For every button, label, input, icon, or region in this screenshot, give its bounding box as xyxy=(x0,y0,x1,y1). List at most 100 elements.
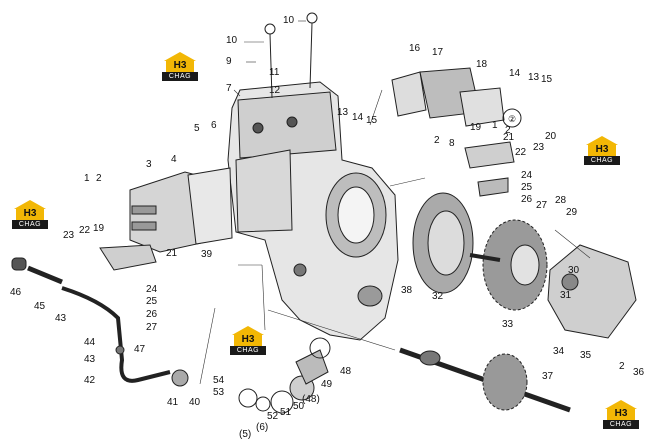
right-bracket xyxy=(464,141,515,197)
callout-22: 22 xyxy=(79,225,91,236)
converter-disc xyxy=(412,192,474,294)
callout-21: 21 xyxy=(166,248,178,259)
callout-23: 23 xyxy=(533,142,545,153)
callout-34: 34 xyxy=(553,346,565,357)
seal-stack xyxy=(171,337,331,414)
callout-10: 10 xyxy=(226,35,238,46)
callout-31: 31 xyxy=(560,290,572,301)
callout-27: 27 xyxy=(536,200,548,211)
logo-roof-icon xyxy=(605,400,637,409)
callout-49: 49 xyxy=(321,379,333,390)
callout-13: 13 xyxy=(528,72,540,83)
logo-roof-icon xyxy=(14,200,46,209)
callout-50: 50 xyxy=(293,401,305,412)
pump-assembly: ② xyxy=(391,67,522,128)
callout-1: 1 xyxy=(492,120,498,131)
dipstick-right xyxy=(306,12,318,89)
callout-4: 4 xyxy=(171,154,177,165)
filler-tube xyxy=(11,257,171,383)
callout-54: 54 xyxy=(213,375,225,386)
rear-cover xyxy=(547,244,637,339)
callout-43: 43 xyxy=(84,354,96,365)
dipstick-left xyxy=(264,23,276,99)
callout-43: 43 xyxy=(55,313,67,324)
callout-17: 17 xyxy=(432,47,444,58)
left-bracket xyxy=(99,244,157,271)
callout-2: 2 xyxy=(434,135,440,146)
callout-11: 11 xyxy=(269,67,280,78)
callout-46: 46 xyxy=(10,287,22,298)
callout-39: 39 xyxy=(201,249,213,260)
callout-2: 2 xyxy=(96,173,102,184)
leader-lines xyxy=(199,20,591,385)
callout-27: 27 xyxy=(146,322,158,333)
callout-45: 45 xyxy=(34,301,46,312)
output-gear xyxy=(469,219,548,311)
callout-25: 25 xyxy=(521,182,533,193)
callout-8: 8 xyxy=(449,138,455,149)
watermark-logo: H3 CHAG xyxy=(601,400,641,430)
callout-53: 53 xyxy=(213,387,225,398)
callout-15: 15 xyxy=(366,115,378,126)
callout-48: 48 xyxy=(340,366,352,377)
callout-2: 2 xyxy=(505,125,511,136)
callout-7: 7 xyxy=(226,83,232,94)
shaft-gear xyxy=(399,347,571,413)
callout-1: 1 xyxy=(84,173,90,184)
callout-33: 33 xyxy=(502,319,514,330)
callout-32: 32 xyxy=(432,291,444,302)
callout-25: 25 xyxy=(146,296,158,307)
transmission-housing xyxy=(227,81,399,341)
callout-19: 19 xyxy=(93,223,105,234)
callout-48-paren: (48) xyxy=(302,394,320,405)
callout-19: 19 xyxy=(470,122,482,133)
logo-roof-icon xyxy=(164,52,196,61)
callout-2: 2 xyxy=(619,361,625,372)
callout-5: 5 xyxy=(194,123,200,134)
watermark-logo: H3 CHAG xyxy=(10,200,50,230)
callout-35: 35 xyxy=(580,350,592,361)
callout-30: 30 xyxy=(568,265,580,276)
callout-44: 44 xyxy=(84,337,96,348)
logo-roof-icon xyxy=(232,326,264,335)
callout-22: 22 xyxy=(515,147,527,158)
logo-roof-icon xyxy=(586,136,618,145)
callout-26: 26 xyxy=(521,194,533,205)
watermark-logo: H3 CHAG xyxy=(160,52,200,82)
callout-13: 13 xyxy=(337,107,349,118)
callout-40: 40 xyxy=(189,397,201,408)
callout-20: 20 xyxy=(545,131,557,142)
watermark-logo: H3 CHAG xyxy=(582,136,622,166)
callout-51: 51 xyxy=(280,407,292,418)
callout-21: 21 xyxy=(503,132,515,143)
callout-14: 14 xyxy=(509,68,521,79)
callout-24: 24 xyxy=(521,170,533,181)
callout-16: 16 xyxy=(409,43,421,54)
callout-42: 42 xyxy=(84,375,96,386)
callout-52: 52 xyxy=(267,411,279,422)
svg-text:②: ② xyxy=(508,114,516,124)
callout-9: 9 xyxy=(226,56,232,67)
callout-14: 14 xyxy=(352,112,364,123)
control-valve xyxy=(129,167,233,253)
callout-41: 41 xyxy=(167,397,179,408)
callout-23: 23 xyxy=(63,230,75,241)
callout-10: 10 xyxy=(283,15,295,26)
callout-18: 18 xyxy=(476,59,488,70)
callout-6: 6 xyxy=(211,120,217,131)
callout-26: 26 xyxy=(146,309,158,320)
callout-37: 37 xyxy=(542,371,554,382)
callout-12: 12 xyxy=(269,85,281,96)
callout-47: 47 xyxy=(134,344,146,355)
callout-38: 38 xyxy=(401,285,413,296)
callout-28: 28 xyxy=(555,195,567,206)
callout-6-paren: (6) xyxy=(256,422,269,433)
callout-24: 24 xyxy=(146,284,158,295)
watermark-logo: H3 CHAG xyxy=(228,326,268,356)
callout-36: 36 xyxy=(633,367,645,378)
callout-29: 29 xyxy=(566,207,578,218)
callout-15: 15 xyxy=(541,74,553,85)
callout-5-paren: (5) xyxy=(239,429,252,440)
